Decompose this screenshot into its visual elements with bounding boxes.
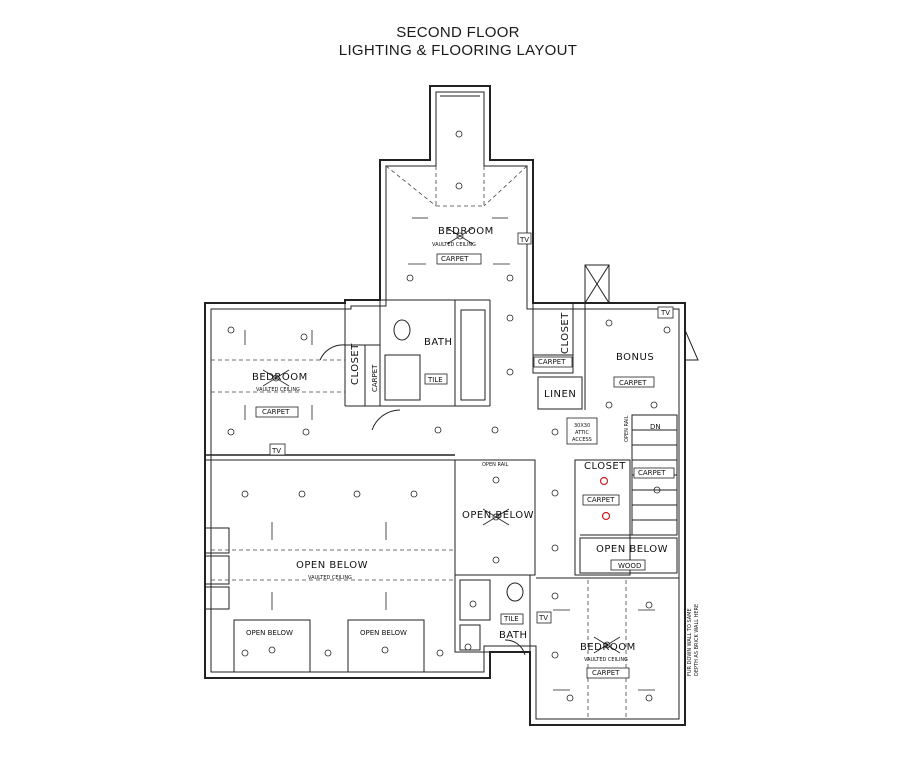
room-label-bath: BATH	[424, 337, 453, 348]
open-below-label: OPEN BELOW	[462, 510, 534, 521]
stair-down-label: DN	[650, 423, 661, 431]
tv-label: TV	[538, 614, 548, 622]
open-below-label: OPEN BELOW	[596, 544, 668, 555]
flooring-label-wood: WOOD	[618, 562, 641, 570]
flooring-label-carpet: CARPET	[619, 379, 647, 387]
plan-title-line1: SECOND FLOOR	[396, 24, 520, 41]
room-label-linen: LINEN	[544, 389, 576, 400]
attic-access-note-2: ATTIC	[575, 430, 590, 436]
vaulted-ceiling-note: VAULTED CEILING	[256, 387, 300, 393]
room-label-closet: CLOSET	[584, 461, 626, 472]
furred-wall-note-1: FUR DOWN WALL TO SAME	[687, 608, 693, 676]
open-rail-note: OPEN RAIL	[482, 462, 509, 468]
room-label-closet: CLOSET	[350, 343, 361, 385]
furred-wall-note-2: DEPTH AS BRICK WALL HERE	[694, 604, 700, 676]
room-label-bonus: BONUS	[616, 352, 654, 363]
vaulted-ceiling-note: VAULTED CEILING	[432, 242, 476, 248]
flooring-label-tile: TILE	[427, 376, 443, 384]
tv-label: TV	[271, 447, 281, 455]
room-label-bedroom-bottom: BEDROOM	[580, 642, 636, 653]
tv-label: TV	[519, 236, 529, 244]
attic-access-note-3: ACCESS	[572, 437, 592, 443]
tv-label: TV	[660, 309, 670, 317]
open-below-label: OPEN BELOW	[296, 560, 368, 571]
flooring-label-carpet: CARPET	[538, 358, 566, 366]
vaulted-ceiling-note: VAULTED CEILING	[584, 657, 628, 663]
open-below-label: OPEN BELOW	[360, 629, 407, 637]
ceiling-fan-icon	[593, 636, 621, 654]
open-below-label: OPEN BELOW	[246, 629, 293, 637]
flooring-label-tile: TILE	[503, 615, 519, 623]
room-label-bedroom-top: BEDROOM	[438, 226, 494, 237]
room-label-bedroom-left: BEDROOM	[252, 372, 308, 383]
flooring-label-carpet: CARPET	[262, 408, 290, 416]
flooring-label-carpet: CARPET	[638, 469, 666, 477]
flooring-label-carpet: CARPET	[592, 669, 620, 677]
flooring-label-carpet: CARPET	[371, 364, 379, 392]
ceiling-fan-icon	[446, 227, 474, 245]
plan-title-line2: LIGHTING & FLOORING LAYOUT	[338, 42, 578, 59]
flooring-label-carpet: CARPET	[441, 255, 469, 263]
room-label-closet: CLOSET	[560, 312, 571, 354]
room-label-bath: BATH	[499, 630, 528, 641]
ceiling-fan-icon	[482, 508, 510, 526]
ceiling-fan-icon	[262, 369, 290, 387]
open-rail-note: OPEN RAIL	[624, 415, 630, 442]
vaulted-ceiling-note: VAULTED CEILING	[308, 575, 352, 581]
attic-access-note-1: 30X30	[574, 423, 590, 429]
flooring-label-carpet: CARPET	[587, 496, 615, 504]
